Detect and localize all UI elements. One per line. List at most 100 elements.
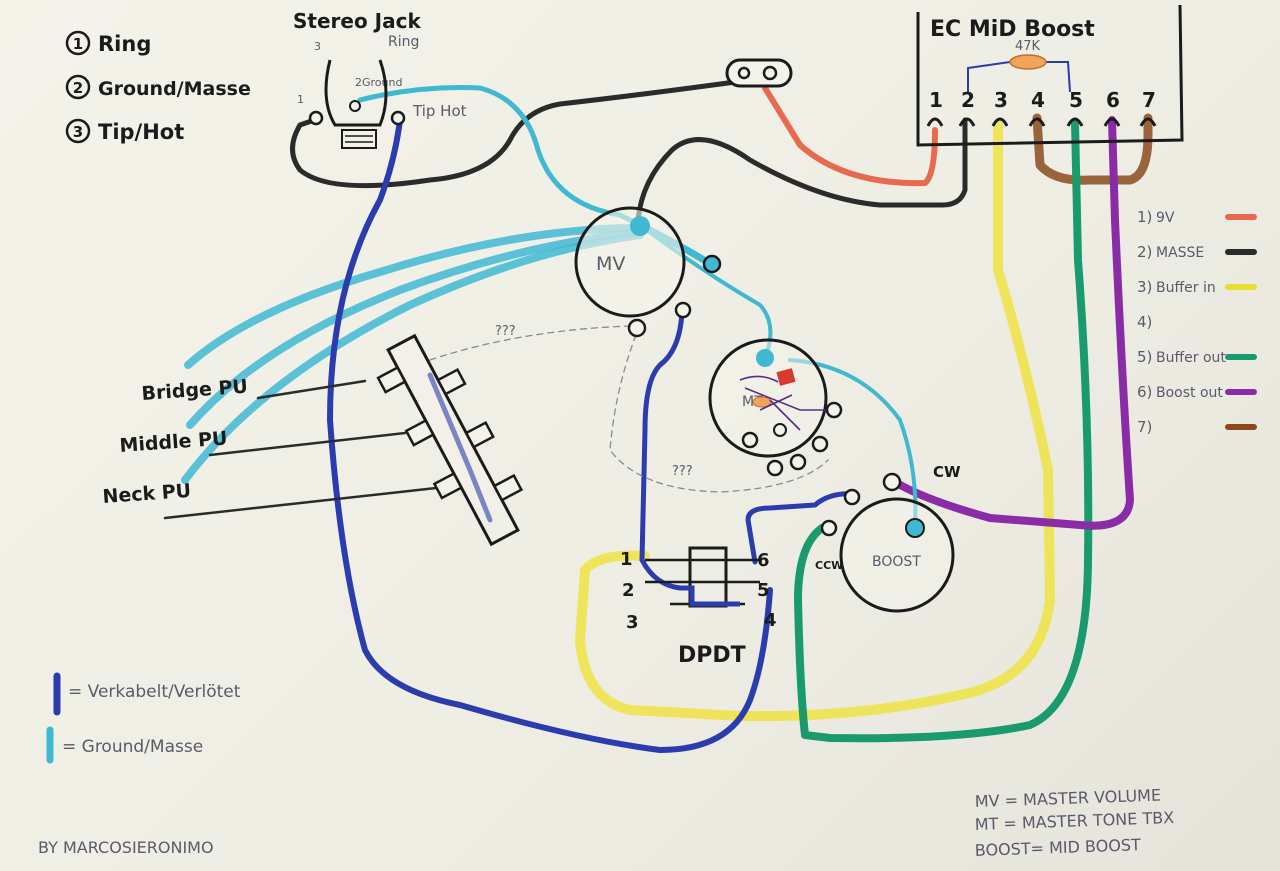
signature: BY MARCOSIERONIMO bbox=[38, 838, 214, 857]
dpdt-pin-3: 3 bbox=[626, 612, 639, 633]
mv-lug-in bbox=[627, 318, 647, 338]
ec-pin-lug bbox=[1066, 117, 1084, 127]
dashed-unknown-2 bbox=[609, 334, 829, 493]
pin-legend-num: 2) bbox=[1137, 243, 1152, 261]
ec-pin-lug bbox=[1028, 117, 1046, 127]
pin-legend-num: 6) bbox=[1137, 383, 1152, 401]
unknown-mark-1: ??? bbox=[495, 324, 516, 339]
stereo-jack-ring-label: Ring bbox=[388, 34, 419, 50]
legend-num-circle bbox=[65, 118, 91, 144]
boost-label: BOOST bbox=[872, 554, 921, 570]
mv-solder-blob bbox=[630, 216, 650, 236]
ec-pin-4: 4 bbox=[1031, 88, 1045, 112]
ec-pin-lug bbox=[1139, 117, 1157, 127]
bridge-pu-label: Bridge PU bbox=[141, 376, 249, 405]
mv-lug-out bbox=[674, 301, 692, 319]
legend-ground-label: Ground/Masse bbox=[98, 78, 251, 100]
dpdt-label: DPDT bbox=[678, 643, 746, 668]
pin-legend-label: Buffer in bbox=[1156, 280, 1216, 296]
pin-legend-label: 9V bbox=[1156, 210, 1175, 226]
legend-num-circle bbox=[65, 30, 91, 56]
ec-pin-1: 1 bbox=[929, 88, 943, 112]
mt-capacitor bbox=[776, 368, 796, 386]
mv-lug-ground bbox=[702, 254, 722, 274]
ccw-label: CCW bbox=[815, 559, 843, 572]
wire-cyan-middle bbox=[186, 228, 644, 429]
stereo-jack-pin-1: 1 bbox=[297, 93, 304, 106]
pickup-selector bbox=[376, 333, 524, 547]
wire-blue-dpdt-boost bbox=[745, 491, 858, 565]
legend-top: 1 Ring 2 Ground/Masse 3 Tip/Hot bbox=[65, 30, 251, 144]
wire-cyan-bridge bbox=[184, 224, 644, 369]
wire-cyan-boost bbox=[788, 358, 918, 527]
legend-tip-label: Tip/Hot bbox=[98, 120, 184, 144]
wires bbox=[163, 77, 1153, 753]
abbreviations: MV = MASTER VOLUME MT = MASTER TONE TBX … bbox=[974, 786, 1174, 860]
ec-mid-boost-box bbox=[916, 4, 1184, 147]
dpdt-body bbox=[688, 546, 728, 608]
ec-pin-lug bbox=[1103, 117, 1121, 127]
legend-blue-label: = Verkabelt/Verlötet bbox=[68, 682, 241, 702]
resistor-label: 47K bbox=[1015, 39, 1041, 54]
cw-label: CW bbox=[933, 463, 961, 481]
stereo-jack-tip-label: Tip Hot bbox=[412, 102, 467, 120]
pin-legend-num: 7) bbox=[1137, 418, 1152, 436]
wire-black-masse bbox=[635, 117, 968, 223]
jack-ring-lug bbox=[308, 110, 324, 126]
stereo-jack: Stereo Jack Ring 2Ground Tip Hot 1 3 bbox=[293, 9, 467, 149]
boost-lug-cw bbox=[882, 472, 902, 492]
boost-lug-ground bbox=[905, 518, 925, 538]
pin-legend-num: 5) bbox=[1137, 348, 1152, 366]
boost-pot: BOOST CW CCW bbox=[815, 463, 961, 613]
wire-blue-selector bbox=[427, 372, 493, 523]
legend-cyan-label: = Ground/Masse bbox=[62, 737, 203, 757]
wire-blue-jack-tip bbox=[327, 117, 773, 753]
dashed-unknown-1 bbox=[429, 325, 631, 361]
legend-num: 1 bbox=[73, 35, 83, 53]
dpdt-pin-4: 4 bbox=[764, 610, 777, 631]
jack-tip-lug bbox=[390, 110, 406, 126]
mt-solder-blob bbox=[756, 349, 774, 367]
pin-legend-label: Buffer out bbox=[1156, 350, 1226, 366]
pin-legend-num: 3) bbox=[1137, 278, 1152, 296]
jack-body bbox=[324, 59, 388, 127]
wire-cyan-jack-ground bbox=[357, 85, 643, 228]
resistor-47k bbox=[1009, 54, 1047, 70]
ec-pin-lug bbox=[958, 117, 976, 127]
dpdt-pin-6: 6 bbox=[757, 550, 770, 571]
ec-pin-2: 2 bbox=[961, 88, 975, 112]
boost-lug-ccw bbox=[820, 519, 838, 537]
wire-black-jack bbox=[290, 77, 753, 189]
ec-pin-lug bbox=[926, 117, 944, 127]
mv-label: MV bbox=[596, 253, 625, 275]
ec-mid-boost-title: EC MiD Boost bbox=[930, 17, 1095, 42]
unknown-mark-2: ??? bbox=[672, 464, 693, 479]
connector-9v bbox=[725, 58, 793, 88]
master-tone-pot: MT bbox=[708, 338, 843, 477]
ec-pin-3: 3 bbox=[994, 88, 1008, 112]
stereo-jack-title: Stereo Jack bbox=[293, 9, 421, 33]
pin-legend-num: 1) bbox=[1137, 208, 1152, 226]
jack-ground-lug bbox=[349, 100, 361, 112]
ec-pin-6: 6 bbox=[1106, 88, 1120, 112]
abbrev-mv: MV = MASTER VOLUME bbox=[974, 786, 1161, 811]
boost-lug-wiper bbox=[843, 488, 861, 506]
legend-num: 2 bbox=[73, 79, 83, 97]
ec-pin-lug bbox=[991, 117, 1009, 127]
wire-black-middle-pu bbox=[208, 431, 407, 457]
dpdt-pin-5: 5 bbox=[757, 580, 770, 601]
jack-sleeve bbox=[341, 129, 377, 149]
wire-black-bridge-pu bbox=[256, 379, 367, 400]
wire-black-neck-pu bbox=[163, 485, 447, 520]
selector-body bbox=[386, 333, 520, 547]
mv-body bbox=[574, 206, 686, 318]
pin-legend-label: Boost out bbox=[1156, 385, 1223, 401]
abbrev-mt: MT = MASTER TONE TBX bbox=[974, 808, 1174, 834]
stereo-jack-ground-label: 2Ground bbox=[355, 76, 402, 89]
legend-num: 3 bbox=[73, 123, 83, 141]
wire-purple-boost-out bbox=[891, 116, 1134, 530]
